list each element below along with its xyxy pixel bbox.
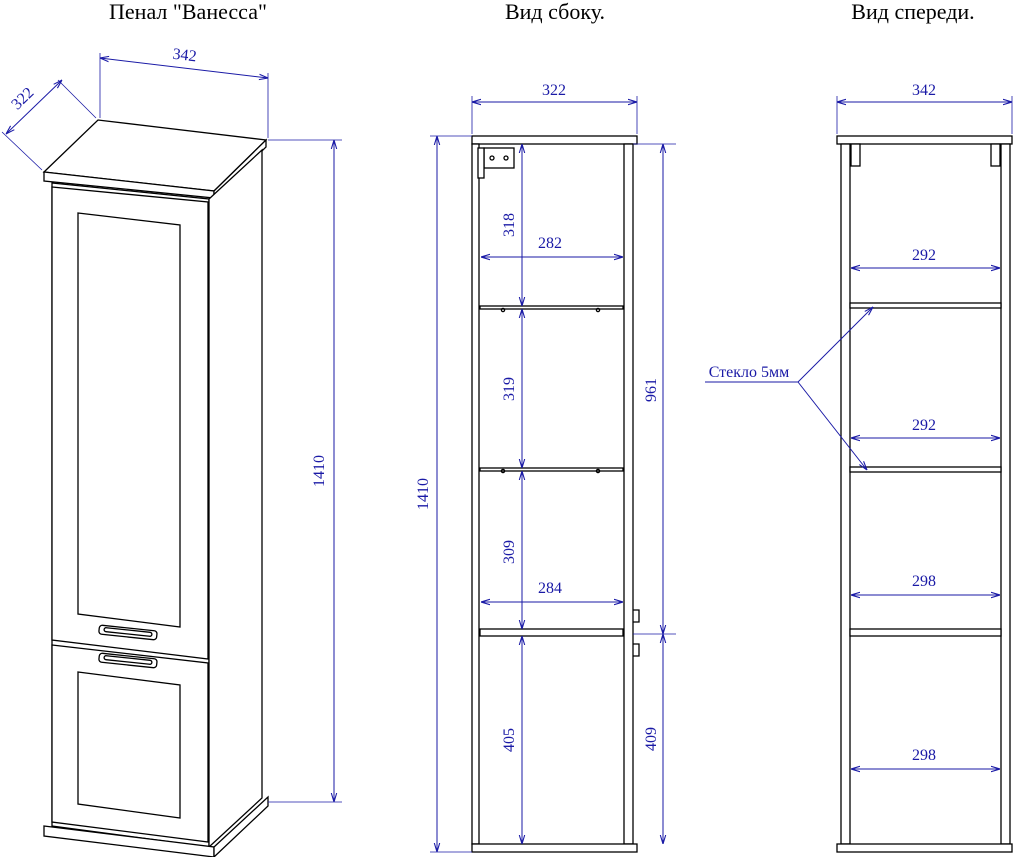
side-lower-label: 409 <box>643 727 660 751</box>
iso-dimension-height: 1410 <box>268 139 342 803</box>
front-bracket-right <box>990 143 1001 167</box>
side-back-panel <box>623 143 634 845</box>
front-right-side <box>1000 143 1011 845</box>
side-divider <box>479 628 624 637</box>
front-shelf-2-label: 292 <box>912 417 936 434</box>
side-shelf-depth-upper-label: 282 <box>538 235 562 252</box>
front-bracket-left <box>850 143 861 167</box>
title-side-view: Вид сбоку. <box>505 0 605 24</box>
side-shelf-1 <box>479 305 624 310</box>
front-shelf-1-label: 292 <box>912 247 936 264</box>
side-mount-bracket <box>633 643 640 657</box>
side-shelf-pin <box>595 307 601 313</box>
side-shelf-3-label: 309 <box>501 540 518 564</box>
front-dimension-shelf-3: 298 <box>851 573 1000 595</box>
side-shelf-2-label: 319 <box>501 377 518 401</box>
side-view-cabinet <box>471 135 640 853</box>
side-dimension-shelf-2: 319 <box>501 309 522 468</box>
glass-note-label: Стекло 5мм <box>709 364 790 381</box>
side-dimension-height: 1410 <box>415 135 472 853</box>
front-view-cabinet <box>836 135 1013 853</box>
iso-upper-glass-panel <box>77 212 181 628</box>
front-left-side <box>840 143 851 845</box>
side-dimension-bottom: 405 <box>501 636 522 844</box>
side-dimension-shelf-depth-upper: 282 <box>481 235 623 257</box>
iso-handle-lower <box>98 652 158 669</box>
side-mount-bracket <box>633 609 640 623</box>
side-dimension-shelf-1: 318 <box>501 144 522 306</box>
side-shelf-depth-lower-label: 284 <box>538 580 562 597</box>
iso-plinth-front <box>43 825 215 857</box>
iso-handle-upper <box>98 624 158 641</box>
iso-dimension-width: 342 <box>100 46 268 138</box>
iso-height-label: 1410 <box>311 455 328 487</box>
side-shelf-pin <box>595 468 601 474</box>
front-shelf-3-label: 298 <box>912 573 936 590</box>
side-bottom-label: 405 <box>501 728 518 752</box>
isometric-cabinet <box>42 119 269 857</box>
front-dimension-shelf-1: 292 <box>851 247 1000 268</box>
glass-callout: Стекло 5мм <box>705 307 873 470</box>
side-shelf-1-label: 318 <box>501 213 518 237</box>
front-width-label: 342 <box>912 82 936 99</box>
side-depth-label: 322 <box>542 82 566 99</box>
title-isometric: Пенал "Ванесса" <box>109 0 267 24</box>
side-plinth <box>471 843 638 853</box>
front-divider <box>849 628 1002 637</box>
side-hinge <box>477 147 515 179</box>
front-bottom-label: 298 <box>912 747 936 764</box>
front-dimension-shelf-2: 292 <box>851 417 1000 438</box>
iso-body-side <box>208 148 263 849</box>
side-dimension-shelf-3: 309 <box>501 471 522 629</box>
front-glass-shelf-2 <box>849 466 1002 473</box>
front-dimension-width: 342 <box>836 82 1013 134</box>
side-dimension-depth: 322 <box>471 82 638 134</box>
front-dimension-bottom: 298 <box>851 747 1000 769</box>
front-glass-shelf-1 <box>849 302 1002 309</box>
title-front-view: Вид спереди. <box>851 0 974 24</box>
iso-plinth-side <box>213 795 269 857</box>
side-upper-label: 961 <box>643 378 660 402</box>
side-door-panel <box>471 143 480 845</box>
side-height-label: 1410 <box>415 478 432 510</box>
side-dimension-shelf-depth-lower: 284 <box>481 580 623 602</box>
side-top-board <box>471 135 638 145</box>
side-shelf-pin <box>500 468 506 474</box>
side-shelf-pin <box>500 307 506 313</box>
side-dimension-upper: 961 <box>633 143 676 635</box>
side-shelf-2 <box>479 467 624 472</box>
front-plinth <box>836 843 1013 853</box>
iso-depth-label: 322 <box>8 84 37 113</box>
iso-lower-door-panel <box>77 671 181 819</box>
iso-width-label: 342 <box>172 46 198 66</box>
front-top-board <box>836 135 1013 145</box>
side-dimension-lower: 409 <box>643 634 663 844</box>
